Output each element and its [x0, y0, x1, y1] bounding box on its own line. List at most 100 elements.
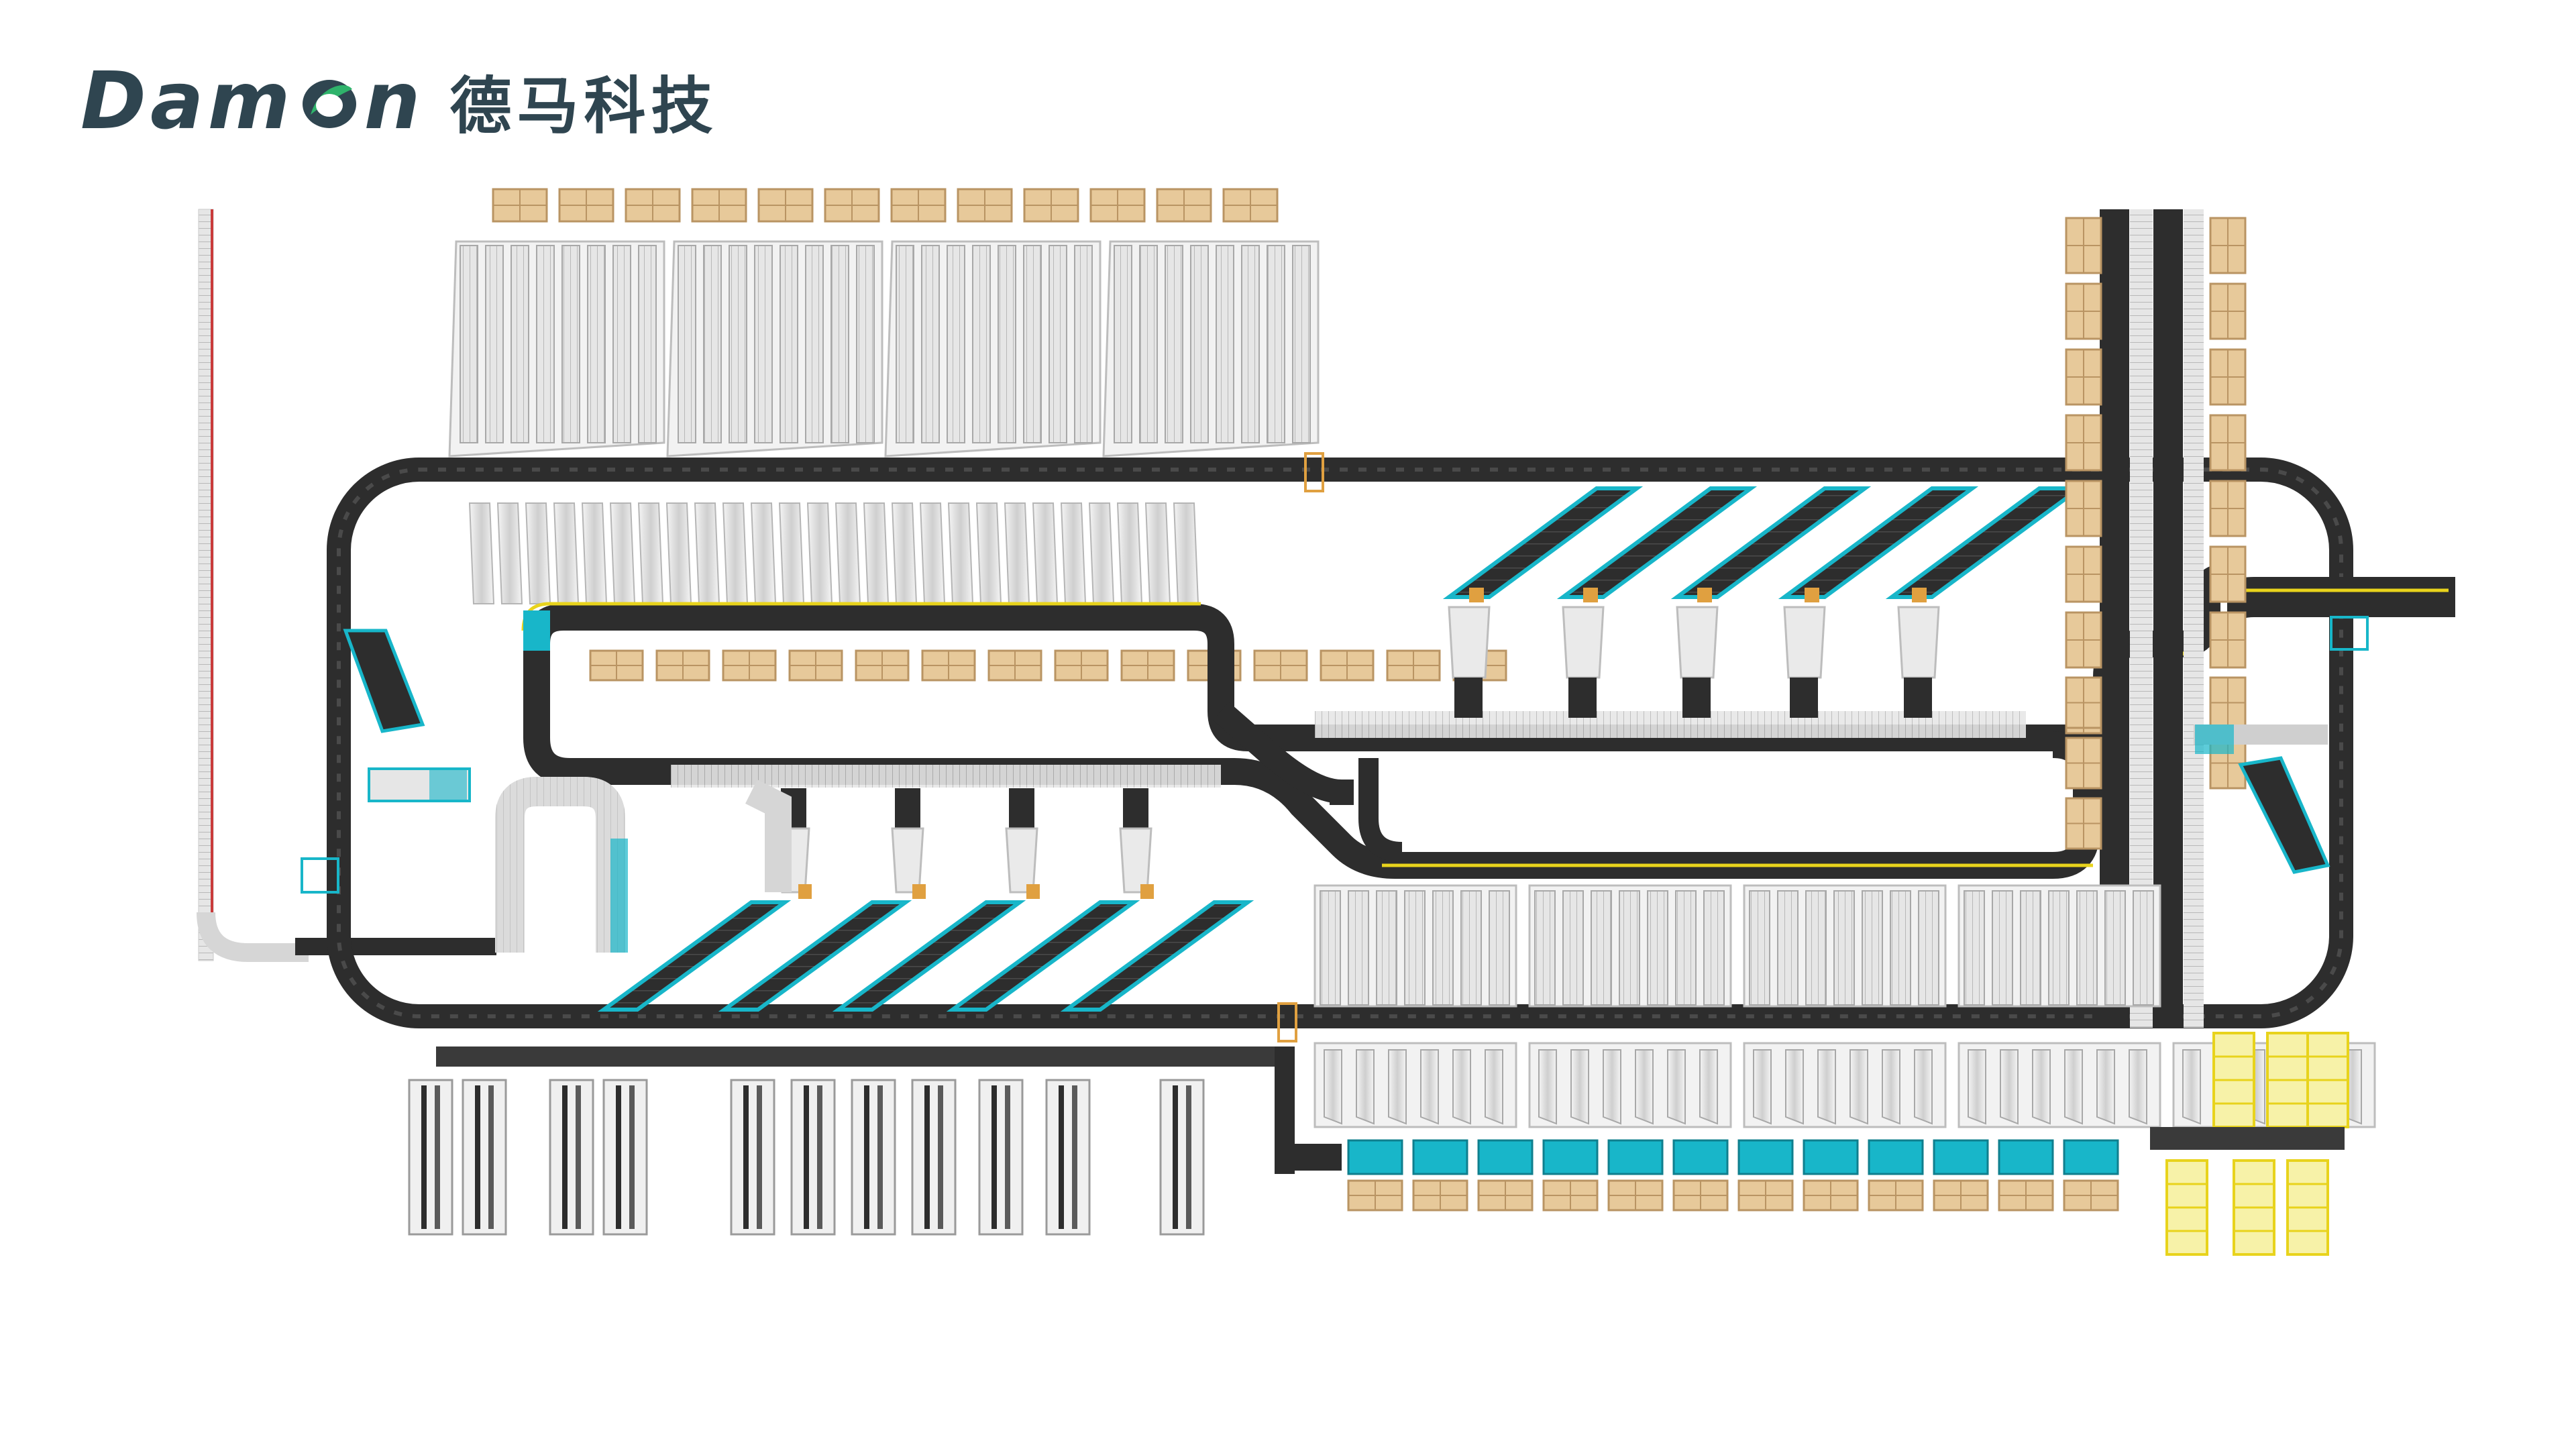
roller-lane — [1074, 245, 1093, 443]
roller-lane — [2104, 890, 2126, 1006]
roller-lane — [1777, 890, 1799, 1006]
carton — [1156, 188, 1212, 223]
roller-lane — [1833, 890, 1855, 1006]
carton — [2209, 676, 2247, 729]
roller-lane — [830, 245, 849, 443]
shelf-rack — [730, 1079, 775, 1236]
bottom-shelf-racks — [408, 1079, 1205, 1236]
shelf-rack — [790, 1079, 836, 1236]
diagonal-chute — [1060, 900, 1254, 1012]
lane-group — [666, 240, 883, 458]
shelf-rack — [602, 1079, 648, 1236]
roller-lane — [1489, 890, 1510, 1006]
carton — [987, 649, 1042, 682]
carton — [2065, 414, 2102, 472]
chute — [2000, 1049, 2019, 1125]
shelf-rack — [978, 1079, 1024, 1236]
carton — [2065, 676, 2102, 729]
roller-lane — [638, 245, 657, 443]
carton — [722, 649, 777, 682]
lane-group — [1528, 1042, 1732, 1128]
chute — [525, 502, 551, 604]
roller-lane — [1348, 890, 1369, 1006]
carton — [2063, 1179, 2119, 1212]
carton — [2209, 282, 2247, 340]
inner-drop-towers — [777, 788, 1154, 899]
lane-group — [1743, 1042, 1947, 1128]
carton — [1868, 1179, 1924, 1212]
cart — [1803, 1139, 1859, 1212]
shelf-rack — [462, 1079, 507, 1236]
chute — [2032, 1049, 2051, 1125]
chute — [947, 502, 974, 604]
roller-lane — [1190, 245, 1209, 443]
chute — [1699, 1049, 1718, 1125]
roller-lane — [1534, 890, 1556, 1006]
right-cage-trolleys — [2150, 1032, 2349, 1256]
roller-lane — [2048, 890, 2070, 1006]
upper-drop-towers — [1448, 606, 1940, 718]
lower-diagonal-chutes — [597, 900, 1254, 1012]
cart — [1412, 1139, 1468, 1212]
roller-lane — [703, 245, 722, 443]
carton — [1347, 1179, 1403, 1212]
cart — [1737, 1139, 1794, 1212]
chute — [1420, 1049, 1439, 1125]
drop-tower — [1448, 606, 1491, 718]
drop-tower — [1005, 788, 1040, 899]
chute — [1667, 1049, 1686, 1125]
carton — [757, 188, 814, 223]
chute — [2096, 1049, 2115, 1125]
cart — [1672, 1139, 1729, 1212]
lane-group — [1313, 1042, 1517, 1128]
chute — [806, 502, 833, 604]
roller-lane — [972, 245, 991, 443]
carton — [1477, 1179, 1534, 1212]
chute — [975, 502, 1002, 604]
roller-lane — [1647, 890, 1668, 1006]
roller-lane — [1267, 245, 1285, 443]
carton — [1933, 1179, 1989, 1212]
chute — [637, 502, 664, 604]
chute — [1116, 502, 1143, 604]
carton — [2065, 545, 2102, 603]
carton — [2209, 348, 2247, 406]
carton — [957, 188, 1013, 223]
inner-top-chutes — [468, 502, 1199, 604]
diagonal-chute — [946, 900, 1140, 1012]
roller-lane — [1216, 245, 1234, 443]
diagonal-chute — [1670, 486, 1872, 602]
roller-lane — [1964, 890, 1985, 1006]
roller-lane — [947, 245, 965, 443]
roller-lane — [1992, 890, 2013, 1006]
roller-lane — [805, 245, 824, 443]
cart — [1868, 1139, 1924, 1212]
carton — [492, 188, 548, 223]
roller-lane — [1862, 890, 1883, 1006]
roller-lane — [1241, 245, 1260, 443]
main-loop-sorter — [327, 458, 2353, 1028]
chute — [1635, 1049, 1654, 1125]
chute — [1785, 1049, 1804, 1125]
drop-tower — [1897, 606, 1940, 718]
chute — [2129, 1049, 2147, 1125]
cage-trolley — [2233, 1159, 2275, 1256]
chute — [1849, 1049, 1868, 1125]
shelf-rack — [911, 1079, 957, 1236]
chute — [1603, 1049, 1621, 1125]
roller-lane — [511, 245, 529, 443]
cart — [1542, 1139, 1599, 1212]
brand-o-leaf-icon — [299, 64, 360, 128]
chute — [1144, 502, 1171, 604]
lane-group — [884, 240, 1102, 458]
carton — [2209, 545, 2247, 603]
roller-lane — [485, 245, 504, 443]
chute — [1324, 1049, 1342, 1125]
chute — [1882, 1049, 1900, 1125]
roller-lane — [2020, 890, 2041, 1006]
chute — [1088, 502, 1115, 604]
carton — [2065, 737, 2102, 790]
carton — [625, 188, 681, 223]
carton — [558, 188, 614, 223]
